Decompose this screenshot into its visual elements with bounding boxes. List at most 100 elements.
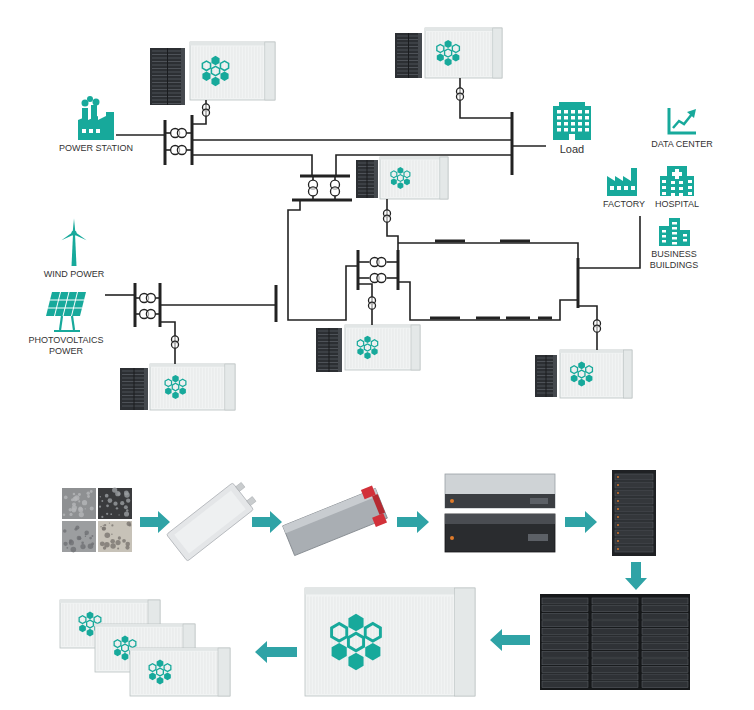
- container-rib: [351, 329, 352, 368]
- rack-side: [338, 328, 342, 372]
- grain: [118, 514, 119, 515]
- container-rib: [116, 628, 117, 670]
- container-rib: [581, 354, 582, 396]
- container-rib: [434, 32, 435, 76]
- transformer-coil: [384, 215, 391, 222]
- logo-hexagon: [114, 648, 121, 656]
- container-rib: [311, 597, 312, 694]
- node-label: POWER STATION: [59, 143, 133, 154]
- container-rib: [162, 368, 163, 408]
- module-led: [617, 476, 619, 478]
- container: [305, 588, 475, 696]
- wire: [358, 261, 370, 263]
- container-rib: [428, 597, 429, 694]
- transformer-symbol: [369, 297, 376, 309]
- rack-side: [418, 33, 422, 78]
- container-rib: [314, 597, 315, 694]
- node-icon: [657, 216, 691, 246]
- grain: [126, 509, 128, 511]
- container-rib: [241, 47, 242, 98]
- busbar: [397, 250, 400, 290]
- container-rib: [84, 604, 85, 646]
- container-rib: [593, 354, 594, 396]
- busbar: [159, 283, 162, 327]
- container-rib: [156, 368, 157, 408]
- node-icon: [659, 162, 695, 196]
- container-rib: [119, 628, 120, 670]
- grain: [101, 500, 103, 502]
- grain: [82, 500, 87, 505]
- container: [380, 157, 448, 199]
- container-rib: [192, 368, 193, 408]
- transformer-coil: [309, 187, 318, 196]
- container-rib: [617, 354, 618, 396]
- array-module: [642, 644, 688, 650]
- array-module: [642, 613, 688, 619]
- transformer-coil: [177, 146, 186, 155]
- grain: [110, 543, 115, 548]
- container-rib: [198, 368, 199, 408]
- module-led: [617, 540, 619, 542]
- container-rib: [329, 597, 330, 694]
- container-rib: [416, 597, 417, 694]
- container-rib: [467, 32, 468, 76]
- container-rib: [178, 652, 179, 694]
- module-front: [445, 494, 555, 508]
- array-module: [642, 621, 688, 627]
- grain: [108, 498, 113, 503]
- window: [96, 129, 100, 133]
- cabinet-body: [612, 470, 656, 556]
- grain: [81, 542, 84, 545]
- grain: [126, 499, 130, 503]
- logo-hexagon: [586, 374, 593, 382]
- grain: [105, 494, 109, 498]
- grain: [99, 506, 101, 508]
- module-led: [617, 524, 619, 526]
- busbar: [191, 115, 194, 165]
- array-module: [592, 651, 638, 657]
- container-rib: [587, 354, 588, 396]
- logo-hexagon: [211, 77, 219, 86]
- container-rib: [356, 597, 357, 694]
- container-rib: [208, 652, 209, 694]
- node-label: HOSPITAL: [655, 199, 699, 210]
- logo-hexagon: [211, 56, 219, 65]
- wire: [358, 277, 370, 279]
- container-rib: [359, 597, 360, 694]
- busbar: [435, 240, 465, 243]
- container-rib: [199, 47, 200, 98]
- window: [578, 128, 582, 132]
- container-rib: [425, 597, 426, 694]
- window: [585, 116, 589, 120]
- cabinet-module: [615, 482, 653, 488]
- grain: [112, 487, 117, 492]
- logo-hexagon: [586, 366, 593, 374]
- container-end: [218, 648, 230, 696]
- grain: [115, 540, 120, 545]
- stand: [60, 316, 62, 330]
- grain: [90, 507, 94, 511]
- container-rib: [399, 329, 400, 368]
- wire: [387, 277, 399, 279]
- container-rib: [217, 652, 218, 694]
- transformer-coil: [369, 302, 376, 309]
- array-module: [542, 682, 588, 688]
- logo-hexagon: [397, 182, 403, 189]
- transformer-coil: [377, 258, 386, 267]
- window: [679, 181, 683, 184]
- tower: [659, 226, 669, 246]
- logo-hexagon: [437, 44, 444, 52]
- container-roof: [305, 588, 475, 594]
- photo-tile: [62, 488, 96, 519]
- container-rib: [434, 597, 435, 694]
- wire: [192, 155, 312, 176]
- logo-hexagon: [122, 635, 129, 643]
- container-end: [411, 325, 420, 370]
- rack-divider: [329, 328, 330, 372]
- module-led: [617, 484, 619, 486]
- container-rib: [222, 368, 223, 408]
- container-rib: [443, 32, 444, 76]
- flow-arrow: [625, 562, 647, 590]
- node-icon: [44, 290, 88, 332]
- container-rib: [372, 329, 373, 368]
